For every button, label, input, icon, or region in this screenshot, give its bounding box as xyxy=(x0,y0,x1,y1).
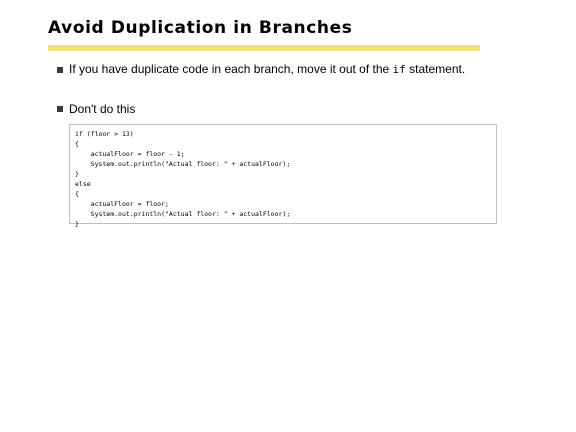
bullet-1-text-after: statement. xyxy=(405,62,466,76)
slide-title: Avoid Duplication in Branches xyxy=(48,18,353,38)
code-line: { xyxy=(75,190,79,198)
code-line: actualFloor = floor - 1; xyxy=(75,150,185,158)
bullet-marker xyxy=(57,106,63,112)
code-line: if (floor > 13) xyxy=(75,130,134,138)
bullet-1-inline-code: if xyxy=(392,63,406,76)
code-line: { xyxy=(75,140,79,148)
bullet-item-2: Don't do this xyxy=(69,100,489,119)
code-line: else xyxy=(75,180,91,188)
bullet-1-text-before: If you have duplicate code in each branc… xyxy=(69,62,393,76)
bullet-2-text: Don't do this xyxy=(69,102,136,116)
code-line: System.out.println("Actual floor: " + ac… xyxy=(75,210,291,218)
code-block: if (floor > 13) { actualFloor = floor - … xyxy=(75,129,290,229)
bullet-item-1: If you have duplicate code in each branc… xyxy=(69,60,489,79)
bullet-marker xyxy=(57,67,63,73)
code-line: actualFloor = floor; xyxy=(75,200,169,208)
code-line: System.out.println("Actual floor: " + ac… xyxy=(75,160,291,168)
code-line: } xyxy=(75,170,79,178)
title-underline-bar xyxy=(48,45,480,51)
code-example-box: if (floor > 13) { actualFloor = floor - … xyxy=(69,124,497,228)
code-line: } xyxy=(75,220,79,228)
